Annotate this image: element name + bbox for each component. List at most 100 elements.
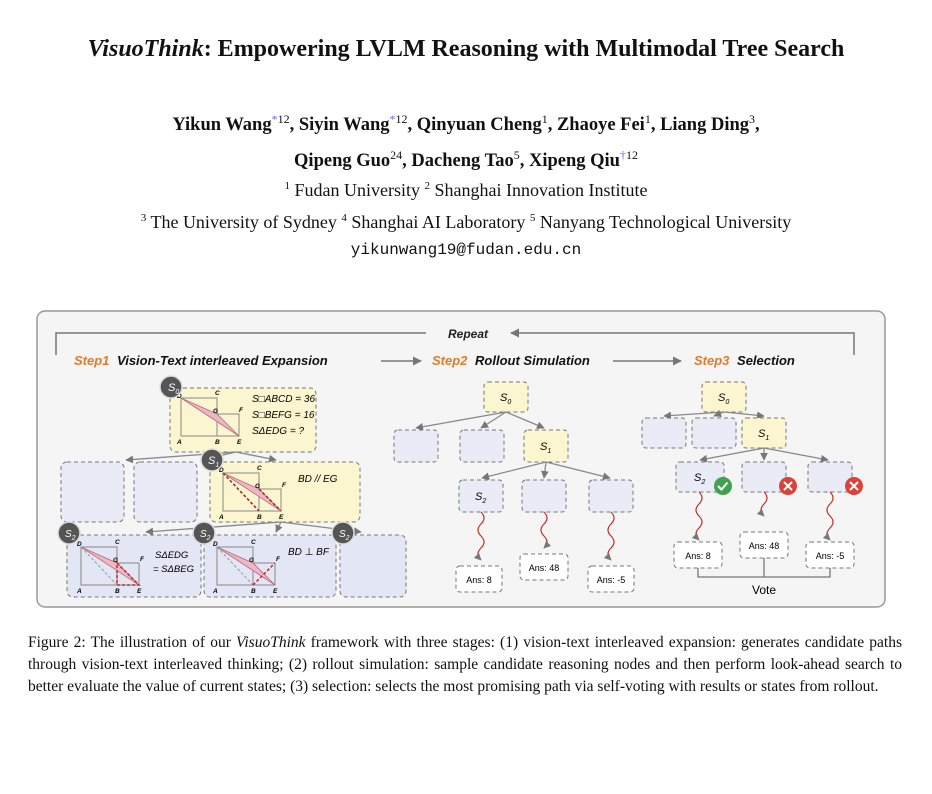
geo-label-d: D xyxy=(219,467,224,474)
author-email[interactable]: yikunwang19@fudan.edu.cn xyxy=(350,241,582,259)
title-rest: : Empowering LVLM Reasoning with Multimo… xyxy=(203,36,845,62)
affiliations-line-2: 3 The University of Sydney 4 Shanghai AI… xyxy=(0,204,932,236)
framework-figure: Repeat Step1 Vision-Text interleaved Exp… xyxy=(36,310,886,608)
s1-node-badge xyxy=(200,448,224,472)
svg-text:S0: S0 xyxy=(168,382,179,396)
select-answer-2: Ans: 48 xyxy=(749,541,780,551)
eq-area-abcd: S□ABCD = 36 xyxy=(252,394,315,405)
affil-num: 1 xyxy=(284,180,291,192)
svg-text:S1: S1 xyxy=(540,441,551,455)
eq-bd-perp-bf: BD ⊥ BF xyxy=(288,547,330,558)
step2-label: Rollout Simulation xyxy=(475,353,590,368)
s1-box xyxy=(209,461,361,523)
svg-text:S2: S2 xyxy=(200,529,211,542)
s0-sub: 0 xyxy=(507,399,511,406)
select-squiggle-2 xyxy=(756,491,768,517)
s2-sub: 2 xyxy=(481,498,486,505)
geo-label-b: B xyxy=(257,514,262,521)
author-mark: * xyxy=(271,112,278,126)
affiliations: 1 Fudan University 2 Shanghai Innovation… xyxy=(0,172,932,264)
geo-label-g: G xyxy=(255,483,260,490)
affil-name: The University of Sydney xyxy=(150,212,337,232)
s2-label: S xyxy=(65,529,72,540)
caption-body: framework with three stages: (1) vision-… xyxy=(28,634,902,695)
author-mark: † xyxy=(619,148,626,163)
rollout-empty-node-2 xyxy=(459,429,505,463)
svg-text:S2: S2 xyxy=(339,529,350,542)
step1-label: Vision-Text interleaved Expansion xyxy=(117,353,328,368)
affil-name: Nanyang Technological University xyxy=(539,212,792,232)
rollout-answer-3: Ans: -5 xyxy=(597,575,626,585)
svg-text:S2: S2 xyxy=(475,491,486,505)
select-empty-node-2 xyxy=(691,417,737,449)
geo-label-f: F xyxy=(276,556,281,563)
geo-label-g: G xyxy=(113,557,118,564)
svg-text:Step2 Rollout Simulation: Step2 Rollout Simulation xyxy=(432,353,590,368)
expansion-node-empty-2 xyxy=(133,461,198,523)
rollout-squiggle-3 xyxy=(603,511,615,561)
author-name: Qipeng Guo xyxy=(294,151,391,172)
author-affiliation-marks: 1 xyxy=(542,112,548,126)
author-name: Liang Ding xyxy=(660,115,750,136)
geo-label-f: F xyxy=(140,556,145,563)
rollout-answer-box-2 xyxy=(519,553,569,581)
eq-area-edg: SΔEDG = ? xyxy=(252,426,304,437)
authors-line-2: Qipeng Guo24, Dacheng Tao5, Xipeng Qiu†1… xyxy=(294,148,638,172)
select-squiggle-3 xyxy=(822,491,834,541)
s2-sub: 2 xyxy=(71,535,76,542)
s0-label: S xyxy=(500,392,508,404)
s2-1-box xyxy=(66,534,202,598)
step3-panel: S0 S1 S2 Ans: 8 Ans: 48 xyxy=(641,381,863,597)
geo-label-e: E xyxy=(137,588,142,595)
s2-label: S xyxy=(475,491,483,503)
select-s0-node xyxy=(701,381,747,413)
geo-label-a: A xyxy=(212,588,218,595)
rollout-s2-node xyxy=(458,479,504,513)
svg-text:S0: S0 xyxy=(500,392,511,406)
step1-prefix: Step1 xyxy=(74,353,109,368)
repeat-loop: Repeat xyxy=(55,327,855,355)
step-headers: Step1 Vision-Text interleaved Expansion … xyxy=(74,353,795,368)
author: Siyin Wang*12 xyxy=(299,112,408,135)
svg-text:Step1 Vision-Text interl: Step1 Vision-Text interleaved Expansion xyxy=(74,353,328,368)
select-answer-1: Ans: 8 xyxy=(685,551,711,561)
geo-label-d: D xyxy=(213,541,218,548)
repeat-label: Repeat xyxy=(448,327,489,341)
author-affiliation-marks: *12 xyxy=(272,112,290,126)
s2-2-box xyxy=(203,534,337,598)
authors-line-1: Yikun Wang*12, Siyin Wang*12, Qinyuan Ch… xyxy=(172,112,760,136)
author: Dacheng Tao5 xyxy=(411,148,519,171)
author-affiliation-marks: 1 xyxy=(645,112,651,126)
step1-panel: D C G F A B E S□ABCD = 36 S□BEFG = 16 SΔ… xyxy=(57,375,407,598)
vote-label: Vote xyxy=(752,583,776,597)
svg-text:S2: S2 xyxy=(694,472,705,486)
s0-geometry: D C G F A B E xyxy=(176,390,244,446)
select-empty-node-4 xyxy=(807,461,853,493)
select-s2-node xyxy=(675,461,725,493)
author-sup: 1 xyxy=(644,112,651,126)
rollout-answer-box-3 xyxy=(587,565,635,593)
select-answer-box-1 xyxy=(673,541,723,569)
geo-label-g: G xyxy=(249,557,254,564)
author-affiliation-marks: 24 xyxy=(390,148,402,162)
eq-area-beg: = SΔBEG xyxy=(153,564,194,575)
select-empty-node-3 xyxy=(741,461,787,493)
step2-panel: S0 S1 S2 Ans: 8 Ans: 48 Ans: -5 xyxy=(393,381,635,593)
eq-bd-parallel-eg: BD // EG xyxy=(298,474,338,485)
s2-label: S xyxy=(339,529,346,540)
expansion-node-empty-1 xyxy=(60,461,125,523)
geo-label-e: E xyxy=(237,439,242,446)
rollout-empty-node-1 xyxy=(393,429,439,463)
author: Qinyuan Cheng1 xyxy=(417,112,548,135)
geo-label-c: C xyxy=(251,539,256,546)
s2-2-node-badge xyxy=(192,521,216,545)
svg-text:Step3 Selection: Step3 Selection xyxy=(694,353,795,368)
author: Yikun Wang*12 xyxy=(172,112,290,135)
affil-name: Shanghai AI Laboratory xyxy=(351,212,526,232)
select-answer-box-2 xyxy=(739,531,789,559)
s0-sub: 0 xyxy=(175,389,179,396)
geo-label-b: B xyxy=(215,439,220,446)
author-sup: 24 xyxy=(390,148,403,163)
author: Liang Ding3 xyxy=(660,112,755,136)
author-sup: 12 xyxy=(395,112,408,126)
